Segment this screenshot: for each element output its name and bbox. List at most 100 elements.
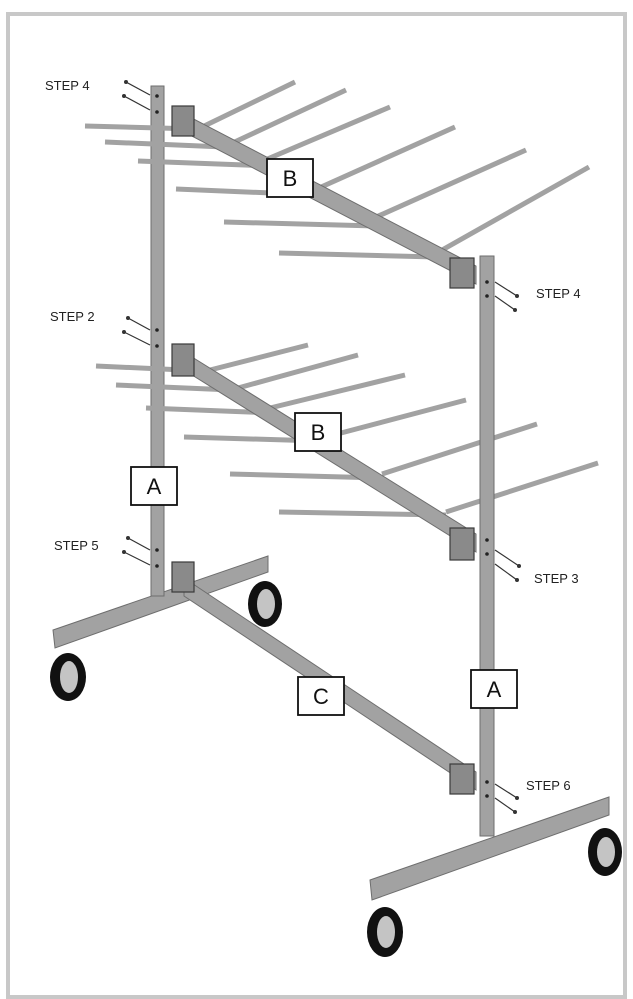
lower-left-bracket xyxy=(171,561,195,593)
part-label-box xyxy=(266,158,314,198)
right-base xyxy=(369,796,610,901)
wheel xyxy=(248,581,282,627)
part-label-text: C xyxy=(313,684,329,709)
part-label-box xyxy=(470,669,518,709)
bolt-head xyxy=(513,308,517,312)
bolt-head xyxy=(122,330,126,334)
right-brackets xyxy=(449,257,475,795)
top-arm xyxy=(433,164,591,257)
step-label-top-left: STEP 4 xyxy=(45,78,90,93)
wheel-hub xyxy=(597,837,615,867)
middle-left-bracket xyxy=(171,343,195,377)
bolts xyxy=(122,80,521,814)
middle-arm xyxy=(269,372,406,411)
bolt-head xyxy=(515,796,519,800)
part-label-text: B xyxy=(311,420,326,445)
middle-arm xyxy=(321,397,467,441)
top-arm xyxy=(224,87,348,149)
bolt xyxy=(494,797,516,813)
part-label-a-left: A xyxy=(130,466,178,506)
bolt-head xyxy=(517,564,521,568)
top-arm xyxy=(278,250,437,260)
top-left-bracket xyxy=(171,105,195,137)
part-label-text: A xyxy=(487,677,502,702)
top-arm xyxy=(257,104,391,166)
bolt-head xyxy=(124,80,128,84)
post-hole xyxy=(155,344,159,348)
part-label-b-middle: B xyxy=(294,412,342,452)
part-label-box xyxy=(130,466,178,506)
part-label-c: C xyxy=(297,676,345,716)
lower-right-bracket xyxy=(449,763,475,795)
part-label-box xyxy=(294,412,342,452)
left-base-bar xyxy=(52,555,269,649)
post-holes xyxy=(155,94,489,798)
middle-right-bracket xyxy=(449,527,475,561)
bolt xyxy=(494,783,518,799)
bolt xyxy=(127,317,151,331)
post-hole xyxy=(485,552,489,556)
page-frame xyxy=(6,12,627,999)
bolt xyxy=(494,281,518,297)
post-hole xyxy=(485,780,489,784)
bolt xyxy=(127,537,151,551)
post-hole xyxy=(485,794,489,798)
middle-arm xyxy=(381,421,538,477)
post-hole xyxy=(155,548,159,552)
step-label-low-left: STEP 5 xyxy=(54,538,99,553)
left-base xyxy=(52,555,269,649)
bolt-head xyxy=(515,294,519,298)
post-hole xyxy=(485,294,489,298)
middle-arm xyxy=(115,382,233,393)
middle-arm xyxy=(237,352,359,391)
bolt-head xyxy=(513,810,517,814)
step-label-low-right: STEP 6 xyxy=(526,778,571,793)
part-label-a-right: A xyxy=(470,669,518,709)
bolt xyxy=(494,549,520,567)
post-hole xyxy=(155,328,159,332)
left-brackets xyxy=(171,105,195,593)
wheel xyxy=(588,828,622,876)
wheel xyxy=(367,907,403,957)
top-arm xyxy=(223,219,377,229)
bolt-head xyxy=(122,94,126,98)
top-arm xyxy=(104,139,225,150)
step-label-mid-left: STEP 2 xyxy=(50,309,95,324)
top-right-bracket xyxy=(449,257,475,289)
right-post xyxy=(479,255,495,837)
wheel-hub xyxy=(377,916,395,948)
post-hole xyxy=(485,280,489,284)
bolt-head xyxy=(122,550,126,554)
wheel-hub xyxy=(257,589,275,619)
middle-arm xyxy=(209,342,309,373)
part-label-text: B xyxy=(283,166,298,191)
post-hole xyxy=(155,564,159,568)
step-label-mid-right: STEP 3 xyxy=(534,571,579,586)
bolt-head xyxy=(515,578,519,582)
top-arm xyxy=(196,79,297,132)
wheel-hub xyxy=(60,661,78,693)
post-hole xyxy=(155,110,159,114)
bolt-head xyxy=(126,536,130,540)
bolt xyxy=(494,563,518,581)
wheel xyxy=(50,653,86,701)
part-label-text: A xyxy=(147,474,162,499)
bolt xyxy=(123,331,151,346)
top-arm xyxy=(363,147,528,225)
bolt xyxy=(123,551,151,566)
post-hole xyxy=(485,538,489,542)
wheels xyxy=(50,581,622,957)
bolt-head xyxy=(126,316,130,320)
top-arm xyxy=(308,124,457,195)
part-label-b-top: B xyxy=(266,158,314,198)
post-hole xyxy=(155,94,159,98)
part-label-box xyxy=(297,676,345,716)
middle-arm xyxy=(445,460,599,515)
right-base-bar xyxy=(369,796,610,901)
bolt xyxy=(123,95,151,111)
bolt xyxy=(494,295,516,311)
top-hanger-arms xyxy=(84,79,591,260)
middle-beam-b xyxy=(183,351,477,553)
bolt xyxy=(125,81,151,96)
